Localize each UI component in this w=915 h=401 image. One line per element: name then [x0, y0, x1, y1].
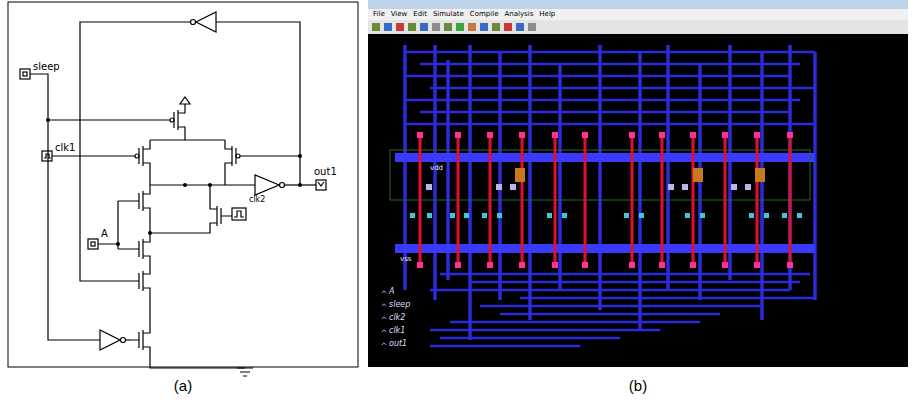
pin-label: out1	[314, 166, 337, 177]
menu-item: View	[391, 11, 408, 19]
signal-label: clk2	[389, 314, 405, 323]
pin-label: A	[101, 228, 108, 239]
pin-label: sleep	[33, 61, 60, 72]
panel-caption: (b)	[629, 378, 647, 395]
menu-item: Simulate	[433, 11, 464, 19]
menu-item: Compile	[470, 11, 499, 19]
rail-label: vdd	[430, 165, 443, 173]
panel-caption: (a)	[174, 378, 192, 395]
pin-label: clk2	[249, 196, 265, 205]
menu-item: File	[373, 11, 385, 19]
menu-item: Analysis	[504, 11, 533, 19]
menu-item: Edit	[413, 11, 427, 19]
signal-label: out1	[389, 340, 407, 349]
signal-label: A	[389, 288, 394, 297]
signal-label: clk1	[389, 327, 405, 336]
menu-item: Help	[539, 11, 555, 19]
rail-label: vss	[400, 256, 411, 264]
pin-label: clk1	[55, 142, 75, 153]
signal-label: sleep	[389, 301, 410, 310]
